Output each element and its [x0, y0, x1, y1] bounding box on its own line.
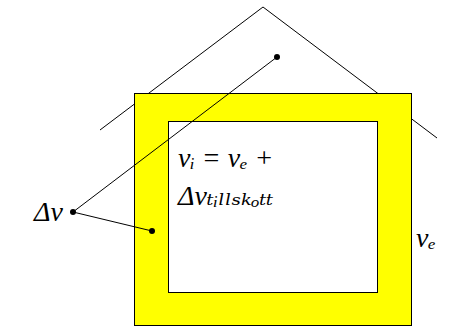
house-wall-box: vᵢ = vₑ + Δvₜᵢₗₗₛₖₒₜₜ: [135, 94, 411, 325]
leader-dot: [70, 209, 76, 215]
leader-dot: [274, 54, 280, 60]
leader-line: [73, 57, 277, 212]
difference-label: Δv: [34, 196, 63, 228]
outside-value-label: vₑ: [416, 222, 436, 254]
leader-dot: [149, 228, 155, 234]
equation-text: vᵢ = vₑ + Δvₜᵢₗₗₛₖₒₜₜ: [178, 139, 370, 215]
leader-line: [73, 212, 152, 231]
